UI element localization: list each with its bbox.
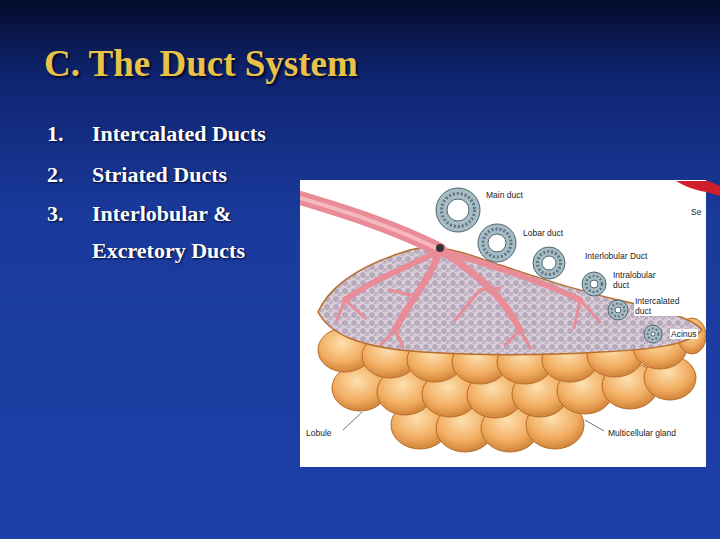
figure-label: Main duct	[485, 190, 524, 200]
slide-title: C. The Duct System	[44, 42, 358, 85]
list-item: Interlobular & Excretory Ducts	[92, 195, 292, 269]
figure-label: Interlobular Duct	[584, 251, 648, 261]
list-number: 1.	[47, 115, 64, 152]
list-item: Intercalated Ducts	[92, 115, 266, 152]
list-number: 3.	[47, 195, 64, 232]
figure-label: Acinus	[670, 329, 698, 339]
red-corner	[706, 180, 720, 196]
figure-label: Multicellular gland	[607, 428, 677, 438]
figure-label: Lobule	[305, 428, 333, 438]
figure-label: Se	[690, 207, 702, 217]
figure-label: Lobar duct	[522, 228, 564, 238]
list-number: 2.	[47, 156, 64, 193]
figure-label: Intralobular duct	[612, 270, 664, 290]
figure-label: Intercalated duct	[634, 296, 688, 316]
figure-panel	[300, 180, 706, 467]
list-item: Striated Ducts	[92, 156, 227, 193]
